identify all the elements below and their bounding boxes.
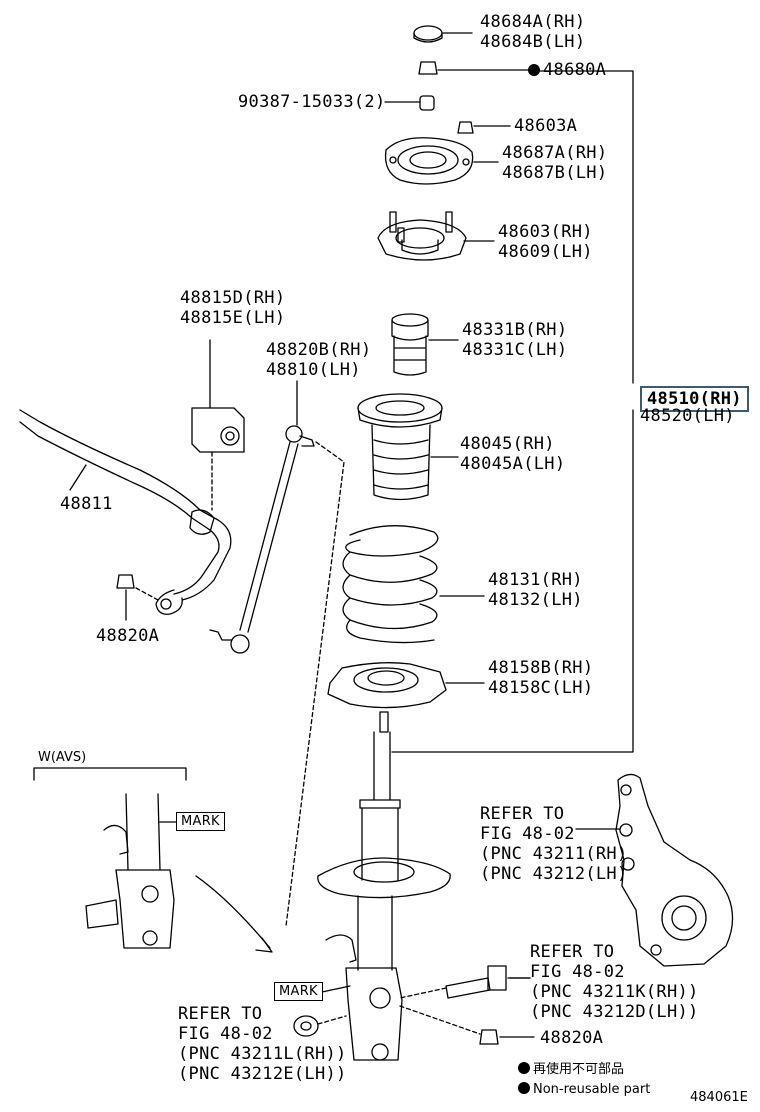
- legend-dot-icon: [518, 1062, 530, 1074]
- legend-en: Non-reusable part: [518, 1082, 650, 1098]
- label-90387: 90387-15033(2): [238, 92, 386, 112]
- label-48811: 48811: [60, 494, 113, 514]
- label-48687: 48687A(RH)48687B(LH): [502, 143, 608, 183]
- label-48603: 48603(RH)48609(LH): [498, 222, 593, 262]
- highlighted-part-number[interactable]: 48510(RH): [640, 386, 749, 412]
- washer-nut-part: [293, 1015, 347, 1037]
- knuckle-nut-part: [399, 1005, 535, 1045]
- coil-spring-part: [342, 525, 485, 644]
- collar-part: [384, 95, 435, 111]
- knuckle-bolt-part: [399, 965, 531, 999]
- label-48815: 48815D(RH)48815E(LH): [180, 288, 286, 328]
- support-plate-part: [384, 137, 499, 185]
- dust-boot-part: [357, 393, 459, 501]
- label-48603A: 48603A: [514, 116, 578, 136]
- stabilizer-link-part: [209, 380, 345, 927]
- label-48131: 48131(RH)48132(LH): [488, 570, 583, 610]
- bump-stopper-part: [391, 313, 459, 376]
- cap-part: [413, 25, 473, 43]
- mark-label-main: MARK: [274, 982, 323, 1001]
- assembly-bracket-line: [391, 70, 634, 753]
- stabilizer-bar-part: [19, 409, 232, 615]
- legend-dot-icon: [518, 1082, 530, 1094]
- strut-mount-part: [377, 211, 495, 261]
- stabilizer-nut-part: [116, 574, 159, 621]
- label-48820A-stabilizer: 48820A: [96, 626, 160, 646]
- nut-part: [418, 61, 531, 75]
- mark-pointer-line: [321, 985, 351, 993]
- small-nut-part: [457, 121, 511, 134]
- label-48331: 48331B(RH)48331C(LH): [462, 320, 568, 360]
- bushing-part: [191, 339, 245, 511]
- mark-label-inset: MARK: [176, 812, 225, 831]
- avs-inset: [33, 767, 273, 953]
- label-48684: 48684A(RH)48684B(LH): [480, 12, 586, 52]
- shock-absorber-part: [317, 711, 451, 1061]
- label-48680A: 48680A: [528, 60, 606, 80]
- figure-code: 484061E: [690, 1090, 748, 1105]
- label-48510: 48510(RH) 48520(LH): [640, 386, 749, 426]
- legend-jp: 再使用不可部品: [518, 1062, 624, 1078]
- label-48158: 48158B(RH)48158C(LH): [488, 658, 594, 698]
- label-48820B: 48820B(RH)48810(LH): [266, 340, 372, 380]
- label-48820A-knuckle: 48820A: [540, 1028, 604, 1048]
- non-reusable-marker-icon: [528, 64, 540, 76]
- steering-knuckle-part: [575, 773, 734, 967]
- label-48045: 48045(RH)48045A(LH): [460, 434, 566, 474]
- label-wavs: W(AVS): [38, 750, 87, 765]
- spring-seat-part: [327, 662, 485, 709]
